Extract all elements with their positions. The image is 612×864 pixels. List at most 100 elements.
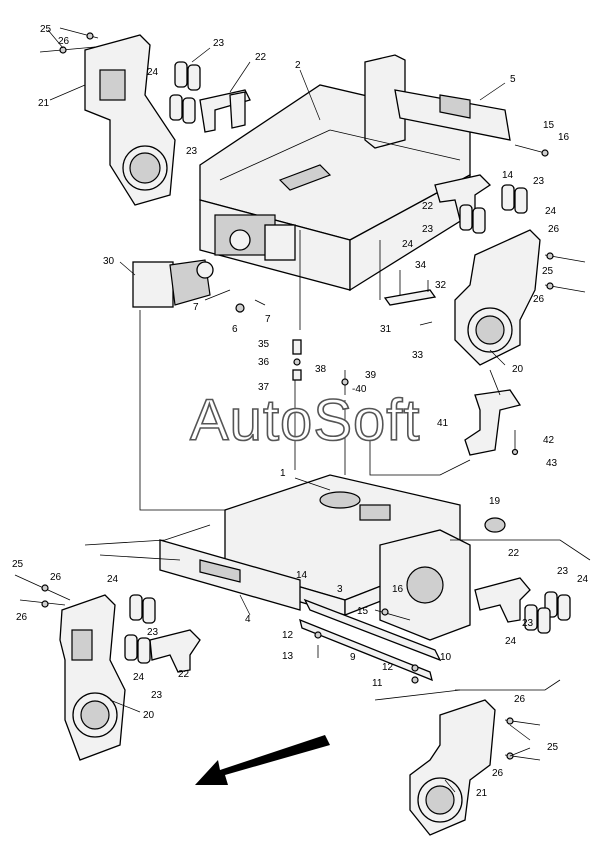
- callout-label: 31: [380, 324, 392, 335]
- callout-label: 12: [382, 662, 394, 673]
- shim-plates-upper-right: [459, 184, 528, 234]
- bolts-25-26-top-left: [39, 27, 99, 54]
- callout-label: 19: [489, 496, 501, 507]
- callout-label: 24: [402, 239, 414, 250]
- bracket-22-upper: [199, 89, 251, 133]
- callout-label: 43: [546, 458, 558, 469]
- shim-plates-lower-left: [124, 594, 156, 664]
- callout-label: 34: [415, 260, 427, 271]
- bolts-42-43: [511, 430, 519, 456]
- upper-frame-part-2: [199, 54, 511, 292]
- watermark-text: AutoSoft: [190, 388, 420, 453]
- callout-label: 39: [365, 370, 377, 381]
- bar-part-31: [383, 270, 437, 326]
- callout-label: 4: [245, 614, 251, 625]
- callout-label: 25: [40, 24, 52, 35]
- callout-label: 23: [186, 146, 198, 157]
- callout-label: 25: [547, 742, 559, 753]
- callout-label: 26: [533, 294, 545, 305]
- bracket-part-41: [464, 369, 522, 456]
- plate-parts-9-10: [299, 598, 442, 682]
- callout-label: 23: [422, 224, 434, 235]
- callout-label: 23: [147, 627, 159, 638]
- callout-label: 24: [133, 672, 145, 683]
- callout-label: 41: [437, 418, 449, 429]
- callout-label: 21: [38, 98, 50, 109]
- gearbox-part-30: [132, 259, 214, 308]
- callout-label: 3: [337, 584, 343, 595]
- bolts-6-7: [204, 289, 266, 313]
- engine-mount-21-lower-right: [409, 699, 496, 836]
- callout-label: 26: [58, 36, 70, 47]
- callout-label: 22: [178, 669, 190, 680]
- callout-label: 25: [542, 266, 554, 277]
- engine-mount-20-right: [454, 229, 541, 366]
- callout-label: 26: [50, 572, 62, 583]
- callout-label: 22: [255, 52, 267, 63]
- callout-label: 23: [522, 618, 534, 629]
- callout-label: 24: [545, 206, 557, 217]
- callout-label: 26: [514, 694, 526, 705]
- bolts-15-16-lower: [374, 608, 411, 621]
- callout-label: 14: [502, 170, 514, 181]
- lower-frame-part-1: [159, 474, 471, 641]
- callout-label: 38: [315, 364, 327, 375]
- callout-label: 5: [510, 74, 516, 85]
- bolts-25-26-lower-right: [504, 717, 541, 761]
- callout-label: 16: [558, 132, 570, 143]
- callout-label: 26: [548, 224, 560, 235]
- assembly-reference-lines: [84, 230, 591, 701]
- callout-label: 2: [295, 60, 301, 71]
- parts-38-40: [341, 370, 349, 395]
- callout-label: 37: [258, 382, 270, 393]
- callout-labels: 25 26 21 23 24 23 22 2 5 15 16 14 23 22 …: [12, 24, 589, 799]
- callout-label: 20: [143, 710, 155, 721]
- callout-label: 23: [213, 38, 225, 49]
- callout-label: 23: [151, 690, 163, 701]
- callout-label: 24: [505, 636, 517, 647]
- callout-label: 7: [193, 302, 199, 313]
- callout-label: 42: [543, 435, 555, 446]
- callout-label: 14: [296, 570, 308, 581]
- engine-mount-20-lower-left: [59, 594, 126, 761]
- bracket-22-lower-left: [149, 629, 201, 673]
- callout-label: 15: [357, 606, 369, 617]
- callout-label: 30: [103, 256, 115, 267]
- callout-label: 11: [372, 678, 383, 689]
- callout-leader-lines: [47, 29, 531, 793]
- callout-label: 35: [258, 339, 270, 350]
- callout-label: 26: [492, 768, 504, 779]
- callout-label: 22: [422, 201, 434, 212]
- callout-label: 9: [350, 652, 356, 663]
- callout-label: 21: [476, 788, 488, 799]
- callout-label: 1: [280, 468, 286, 479]
- bolt-15-16-right: [514, 144, 549, 157]
- callout-label: 15: [543, 120, 555, 131]
- bracket-22-lower-right: [474, 577, 531, 623]
- callout-label: 22: [508, 548, 520, 559]
- callout-label: 23: [557, 566, 569, 577]
- callout-label: 7: [265, 314, 271, 325]
- bolts-11-13: [314, 631, 419, 684]
- callout-label: 20: [512, 364, 524, 375]
- callout-label: 25: [12, 559, 24, 570]
- engine-mount-21-upper-left: [84, 34, 176, 206]
- bolts-25-26-right: [544, 252, 586, 293]
- callout-label: 32: [435, 280, 447, 291]
- disc-part-19: [484, 517, 506, 533]
- spring-parts-35-37: [292, 339, 302, 381]
- callout-label: 24: [107, 574, 119, 585]
- callout-label: -40: [352, 384, 367, 395]
- callout-label: 24: [577, 574, 589, 585]
- callout-label: 26: [16, 612, 28, 623]
- callout-label: 23: [533, 176, 545, 187]
- callout-label: 16: [392, 584, 404, 595]
- bolts-25-26-lower-left: [14, 574, 71, 608]
- callout-label: 36: [258, 357, 270, 368]
- callout-label: 12: [282, 630, 294, 641]
- callout-label: 10: [440, 652, 452, 663]
- shim-plates-lower-right: [524, 591, 571, 634]
- forward-direction-arrow: [195, 735, 330, 785]
